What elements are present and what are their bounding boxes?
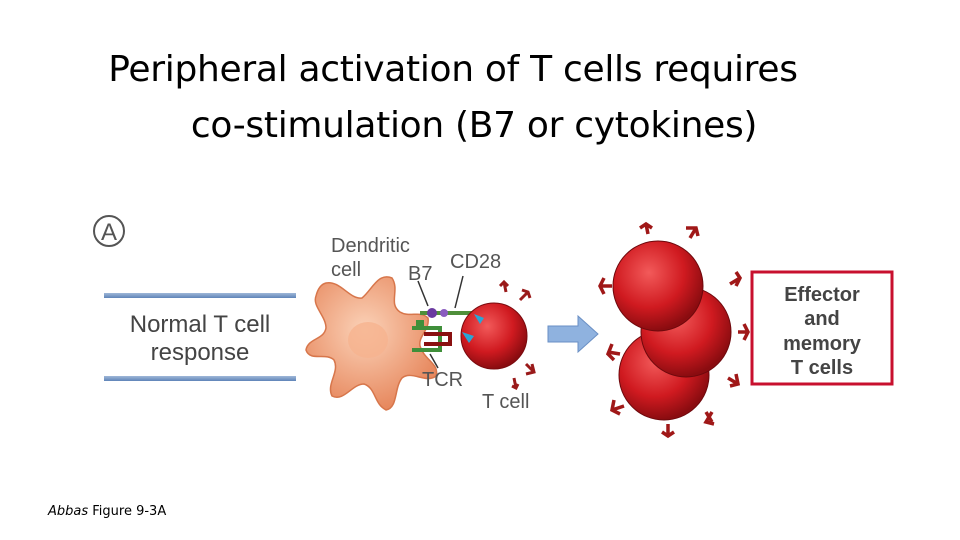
dendritic-cell [305,276,438,411]
title-line-2: co-stimulation (B7 or cytokines) [190,105,758,146]
panel-letter-badge: A [93,215,125,247]
box-top-bar [104,293,296,298]
caption-rest: Figure 9-3A [88,504,167,519]
label-dendritic: Dendritic [331,235,410,257]
b7-pointer [417,280,429,307]
box-line-2: response [151,339,250,366]
activation-arrow [547,314,599,354]
slide-title: Peripheral activation of T cells require… [0,42,960,154]
proliferated-cells [598,221,750,439]
tcr-pointer [429,353,439,369]
result-line-4: T cells [791,357,853,379]
label-tcr: TCR [422,369,463,391]
result-line-2: and [804,308,840,330]
box-bottom-bar [104,376,296,381]
t-cell-receptors [498,279,536,391]
box-line-1: Normal T cell [130,311,270,338]
label-b7: B7 [408,263,432,285]
panel-letter: A [101,219,117,246]
figure-caption: Abbas Figure 9-3A [48,504,166,519]
label-cd28: CD28 [450,251,501,273]
label-cell: cell [331,259,361,281]
t-cell [460,279,536,391]
caption-author: Abbas [48,504,89,519]
normal-response-box: Normal T cell response [104,293,296,381]
title-line-1: Peripheral activation of T cells require… [108,49,798,90]
label-t-cell: T cell [482,391,529,413]
result-line-3: memory [783,333,862,355]
effector-memory-box: Effector and memory T cells [750,270,894,386]
b7-cd28-receptor [420,308,472,318]
cd28-pointer [454,275,464,309]
result-line-1: Effector [784,284,860,306]
tcr-mhc-receptor [412,320,452,352]
